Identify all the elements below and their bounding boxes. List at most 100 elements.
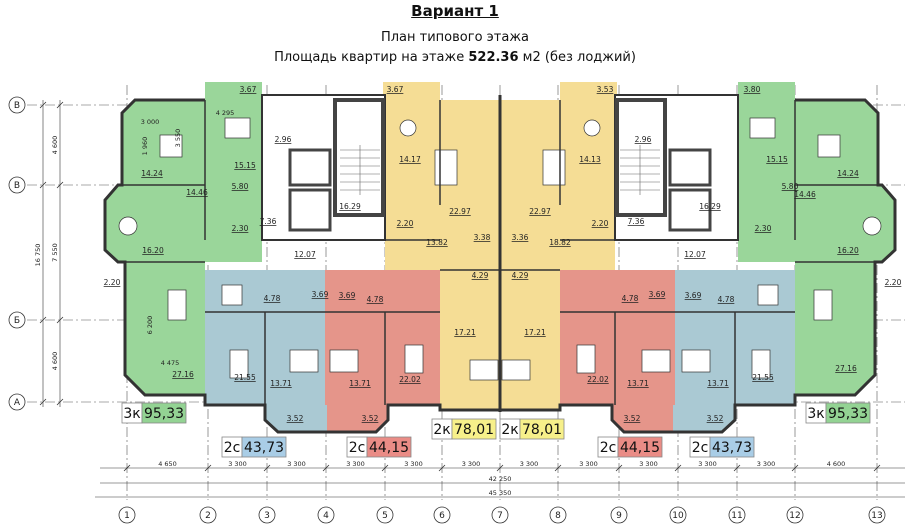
- row-axis-marker: [8, 96, 26, 114]
- elevator: [288, 188, 332, 232]
- row-axis-label: В: [14, 181, 20, 191]
- apartment-type: 2с: [600, 440, 617, 456]
- apartment-area: 95,33: [828, 406, 868, 422]
- left-span-dimension: 4 600: [51, 352, 59, 371]
- room-area-label: 3.80: [744, 85, 761, 94]
- span-dimension-label: 3 300: [579, 460, 598, 468]
- room-area-label: 21.55: [234, 373, 256, 382]
- elevator: [288, 148, 332, 187]
- room-area-label: 27.16: [172, 370, 194, 379]
- apartment-area: 78,01: [522, 422, 562, 438]
- span-dimension-label: 3 300: [346, 460, 365, 468]
- column-axis-marker: [786, 506, 804, 524]
- apartment-3k-area: [105, 82, 262, 395]
- span-dimension-label: 3 300: [639, 460, 658, 468]
- left-span-dimension: 4 600: [51, 136, 59, 155]
- plan-dimension-label: 3 000: [141, 118, 160, 126]
- row-axis-marker: [8, 176, 26, 194]
- room-area-label: 3.69: [339, 291, 356, 300]
- room-area-label: 3.69: [649, 290, 666, 299]
- apartment-2k-area: [383, 82, 500, 410]
- row-axis-label: А: [14, 398, 21, 408]
- column-axis-label: 3: [264, 511, 270, 521]
- plan-dimension-label: 1 960: [141, 137, 149, 156]
- apartment-area: 44,15: [620, 440, 660, 456]
- column-axis-label: 4: [323, 511, 329, 521]
- room-area-label: 13.71: [349, 379, 371, 388]
- room-area-label: 22.02: [587, 375, 609, 384]
- span-dimension-label: 4 650: [158, 460, 177, 468]
- room-area-label: 3.52: [624, 414, 641, 423]
- column-axis-label: 13: [871, 511, 882, 521]
- room-area-label: 13.71: [707, 379, 729, 388]
- plan-dimension-label: 6 200: [146, 316, 154, 335]
- room-area-label: 15.15: [234, 161, 256, 170]
- apartment-type: 2к: [501, 422, 518, 438]
- span-dimension-label: 4 600: [827, 460, 846, 468]
- room-area-label: 4.78: [367, 295, 384, 304]
- room-area-label: 2.96: [635, 135, 652, 144]
- room-area-label: 14.46: [794, 190, 816, 199]
- row-axis-marker: [8, 393, 26, 411]
- apartment-area: 43,73: [712, 440, 752, 456]
- room-area-label: 3.52: [362, 414, 379, 423]
- apartment-2c-44-area: [325, 270, 440, 432]
- span-dimension-label: 3 300: [757, 460, 776, 468]
- room-area-label: 5.80: [782, 182, 799, 191]
- apartment-type: 3к: [123, 406, 140, 422]
- span-dimension-label: 3 300: [228, 460, 247, 468]
- room-area-label: 7.36: [628, 217, 645, 226]
- room-area-label: 3.38: [474, 233, 491, 242]
- room-area-label: 17.21: [524, 328, 546, 337]
- stair-core: [261, 94, 386, 241]
- room-area-label: 16.20: [142, 246, 164, 255]
- plan-dimension-label: 3 550: [174, 129, 182, 148]
- room-area-label: 5.80: [232, 182, 249, 191]
- column-axis-label: 6: [439, 511, 445, 521]
- room-area-label: 4.78: [622, 294, 639, 303]
- column-axis-label: 9: [616, 511, 622, 521]
- column-axis-label: 1: [124, 511, 130, 521]
- column-axis-marker: [433, 506, 451, 524]
- room-area-label: 27.16: [835, 364, 857, 373]
- room-area-label: 18.82: [549, 238, 571, 247]
- room-area-label: 13.82: [426, 238, 448, 247]
- apartment-type: 2с: [692, 440, 709, 456]
- column-axis-label: 12: [789, 511, 800, 521]
- column-axis-label: 8: [555, 511, 561, 521]
- stairs: [340, 145, 380, 195]
- plan-dimension-label: 4 475: [161, 359, 180, 367]
- row-axis-label: Б: [14, 316, 20, 326]
- room-area-label: 4.78: [718, 295, 735, 304]
- dimension-lines: 4 650 3 300 3 300 3 300 3 300 3 300 3 300 3 300…: [34, 100, 905, 498]
- apartment-type: 2с: [349, 440, 366, 456]
- room-area-label: 3.69: [312, 290, 329, 299]
- room-area-label: 3.36: [512, 233, 529, 242]
- span-dimension-label: 3 300: [462, 460, 481, 468]
- span-dimension-label: 3 300: [698, 460, 717, 468]
- column-axis-marker: [118, 506, 136, 524]
- plan-left-half: [103, 82, 502, 434]
- column-axis-marker: [728, 506, 746, 524]
- room-area-label: 14.24: [141, 169, 163, 178]
- area-prefix: Площадь квартир на этаже: [274, 50, 469, 65]
- room-area-label: 3.52: [287, 414, 304, 423]
- room-area-label: 22.02: [399, 375, 421, 384]
- room-area-label: 14.46: [186, 188, 208, 197]
- span-dimension-label: 3 300: [404, 460, 423, 468]
- column-axis-marker: [549, 506, 567, 524]
- plan-dimension-label: 4 295: [216, 109, 235, 117]
- room-area-label: 22.97: [529, 207, 551, 216]
- area-suffix: м2 (без лоджий): [518, 50, 636, 65]
- room-area-label: 12.07: [684, 250, 706, 259]
- column-axis-label: 7: [497, 511, 503, 521]
- room-area-label: 2.20: [592, 219, 609, 228]
- room-area-label: 4.29: [512, 271, 529, 280]
- room-area-label: 21.55: [752, 373, 774, 382]
- room-area-label: 14.13: [579, 155, 601, 164]
